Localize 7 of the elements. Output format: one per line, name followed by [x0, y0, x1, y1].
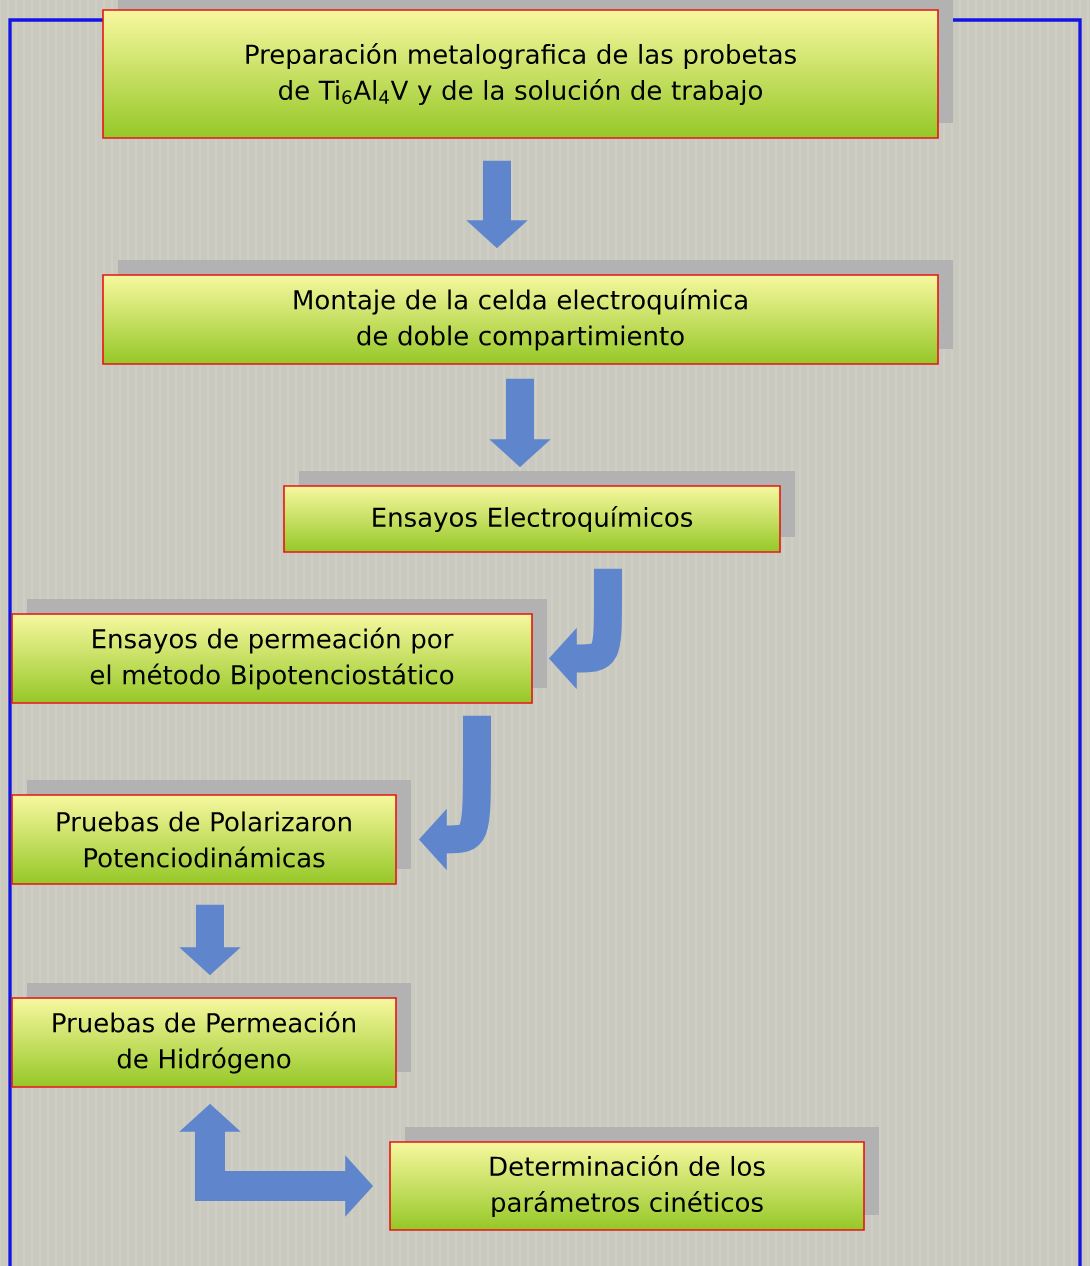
process-box: Ensayos Electroquímicos	[283, 471, 795, 553]
process-box: Determinación de los parámetros cinéticos	[389, 1127, 879, 1231]
process-box: Pruebas de Polarizaron Potenciodinámicas	[11, 780, 411, 885]
process-box: Ensayos de permeación por el método Bipotenciostático	[11, 599, 547, 704]
process-box: Preparación metalografica de las probetas de Ti$_{6}$Al$_{4}$V y de la solución de trabajo	[102, 0, 953, 139]
process-box: Pruebas de Permeación de Hidrógeno	[11, 983, 411, 1088]
process-box: Montaje de la celda electroquímica de doble compartimiento	[102, 260, 953, 365]
